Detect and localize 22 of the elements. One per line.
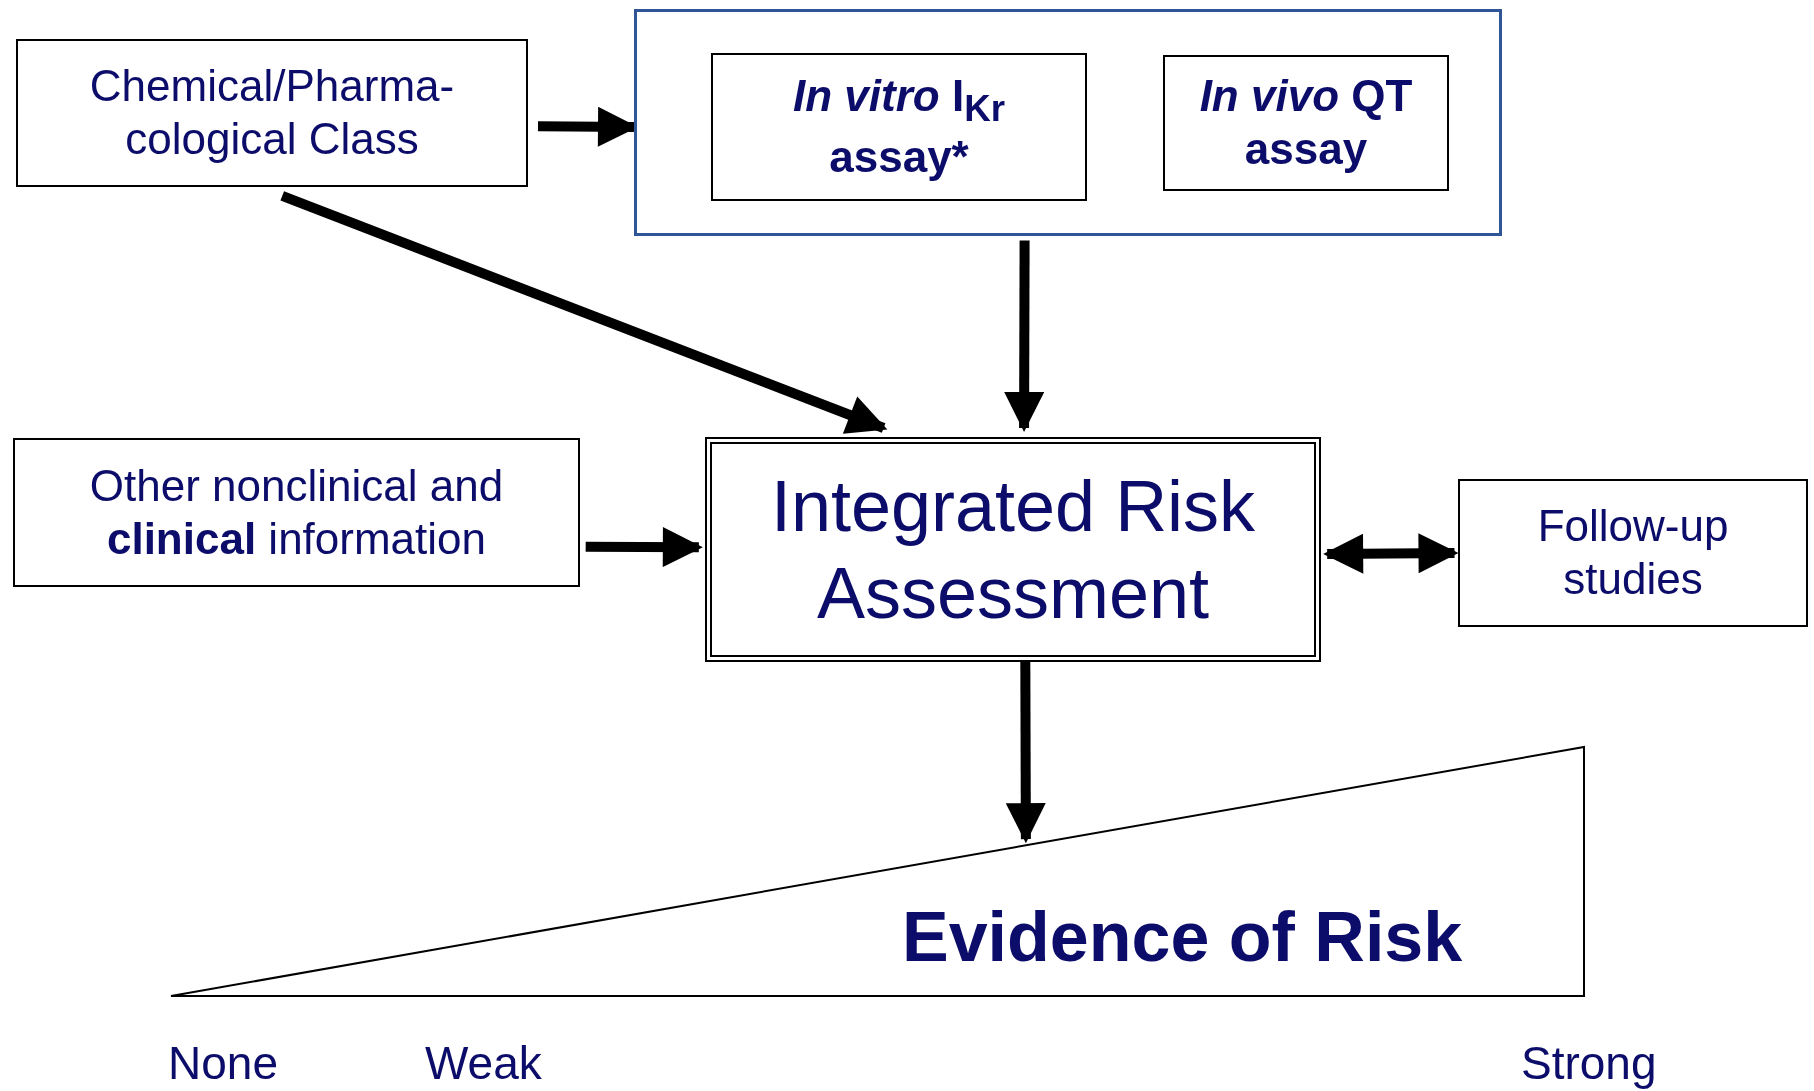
arrow: [280, 191, 888, 434]
scale-label: Weak: [425, 1040, 542, 1086]
box-label: In vivo QT assay: [1198, 70, 1414, 175]
class-box: [16, 39, 528, 187]
box-label: Follow-up studies: [1536, 500, 1730, 605]
assessment-box: [705, 437, 1321, 662]
arrow: [1323, 533, 1459, 574]
arrow: [1005, 662, 1046, 844]
assay-group-box: [634, 9, 1502, 236]
scale-label: None: [168, 1040, 278, 1086]
arrow: [585, 527, 703, 568]
box-label: Other nonclinical and clinical information: [88, 459, 505, 565]
assay-box: [711, 53, 1087, 201]
scale-title: Evidence of Risk: [902, 897, 1463, 978]
follow-up-box: [1458, 479, 1808, 627]
box-label: Chemical/Pharma-cological Class: [88, 60, 456, 165]
box-label: In vitro I$_{Kr}$ assay*: [792, 70, 1006, 183]
arrow: [1004, 240, 1045, 432]
assay-box: [1163, 55, 1449, 191]
box-label: Integrated Risk Assessment: [769, 465, 1257, 635]
information-box: [13, 438, 580, 587]
evidence-triangle: [171, 747, 1584, 996]
